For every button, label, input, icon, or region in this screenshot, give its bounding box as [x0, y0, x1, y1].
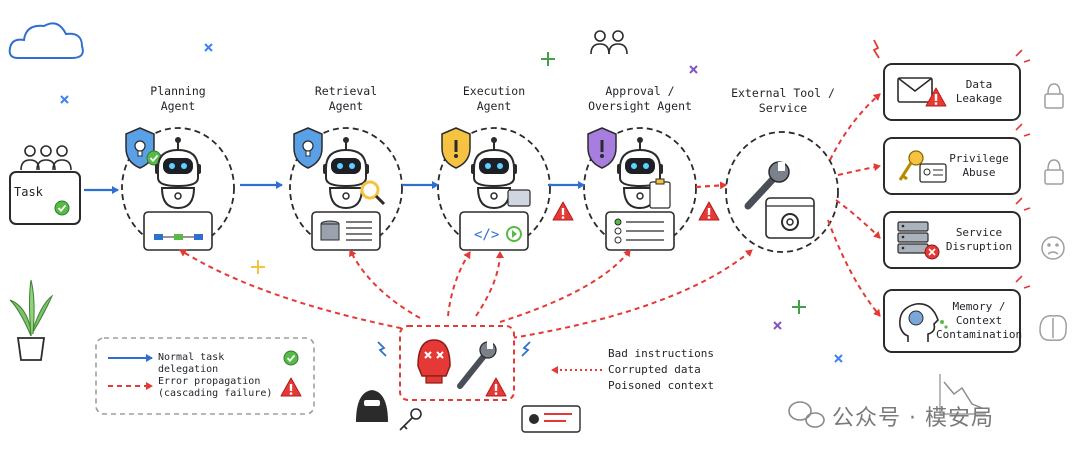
- task-label: Task: [14, 185, 43, 199]
- lightning-icon: [872, 39, 880, 59]
- key-icon: [898, 150, 947, 183]
- agent-panel-icon: [605, 211, 675, 251]
- robot-icon: [322, 136, 370, 209]
- alert-spark-icon: [1015, 49, 1031, 63]
- outcome-service-disruption: [883, 211, 1021, 269]
- shield-icon: [587, 127, 617, 169]
- alert-spark-icon: [1015, 275, 1031, 289]
- key-icon: [399, 408, 422, 431]
- wechat-logo-icon: [788, 401, 825, 428]
- agent-node-retrieval: [289, 127, 403, 251]
- agent-panel-icon: [311, 211, 381, 251]
- agent-label-planning: Planning Agent: [150, 84, 206, 113]
- skull-icon: [417, 339, 451, 384]
- external-tool-node: [725, 131, 839, 253]
- wrench-icon: [744, 161, 790, 210]
- sad-face-icon: [1041, 236, 1065, 260]
- envelope-icon: [897, 77, 947, 107]
- source-item: Corrupted data: [608, 363, 701, 376]
- external-tool-label: External Tool / Service: [731, 86, 835, 115]
- sparkle-icon: [60, 43, 843, 363]
- check-icon: [54, 200, 70, 216]
- server-icon: [897, 221, 940, 260]
- laptop-icon: [507, 189, 531, 207]
- lightning-icon: [377, 341, 531, 357]
- magnifier-icon: [360, 180, 386, 206]
- svg-text:</>: </>: [474, 227, 499, 243]
- shield-icon: [441, 127, 471, 169]
- outcome-memory-contamination: [883, 289, 1021, 353]
- normal-flow-arrows: [84, 181, 585, 194]
- agent-label-execution: Execution Agent: [462, 84, 526, 113]
- legend-error-label: Error propagation (cascading failure): [158, 376, 273, 399]
- brain-icon: [1039, 315, 1067, 342]
- poisoned-data-card-icon: [521, 405, 581, 433]
- users-icon: [20, 145, 72, 171]
- lock-icon: [1044, 83, 1064, 185]
- warning-icon: [698, 201, 720, 221]
- declining-graph-icon: [939, 374, 986, 415]
- outcome-privilege-abuse: [883, 137, 1021, 195]
- gear-window-icon: [765, 197, 815, 239]
- warning-icon: [552, 201, 574, 221]
- wrench-icon: [457, 341, 497, 389]
- agent-panel-icon: [143, 211, 213, 251]
- source-item: Poisoned context: [608, 379, 714, 392]
- agent-panel-icon: </>: [459, 211, 529, 251]
- shield-icon: [125, 127, 162, 169]
- agent-node-execution: </>: [437, 127, 551, 251]
- outcome-label-memory-contamination: Memory / Context Contamination: [936, 300, 1023, 341]
- alert-spark-icon: [1015, 123, 1031, 137]
- clipboard-icon: [649, 181, 671, 209]
- error-arrow-approval-to-tool: [695, 181, 727, 190]
- legend-normal-label: Normal task delegation: [158, 352, 225, 375]
- watermark: 公众号 · 模安局: [832, 406, 994, 431]
- plant-icon: [9, 279, 54, 361]
- outcome-label-service-disruption: Service Disruption: [945, 226, 1013, 253]
- outcome-data-leakage: [883, 63, 1021, 121]
- hacker-icon: [356, 390, 388, 422]
- source-item: Bad instructions: [608, 347, 714, 360]
- alert-spark-icon: [1015, 197, 1031, 211]
- outcome-label-privilege-abuse: Privilege Abuse: [949, 152, 1009, 179]
- people-icon: [590, 30, 628, 55]
- agent-node-planning: [121, 127, 235, 251]
- agent-node-approval: [583, 127, 697, 251]
- agent-label-approval: Approval / Oversight Agent: [588, 84, 692, 113]
- outcome-label-data-leakage: Data Leakage: [955, 78, 1003, 105]
- impact-arrows: [827, 93, 881, 317]
- shield-icon: [293, 127, 323, 169]
- brain-head-icon: [899, 303, 948, 342]
- error-propagation-arrows: [179, 249, 753, 339]
- robot-icon: [154, 136, 202, 209]
- cloud-icon: [8, 22, 84, 59]
- agent-label-retrieval: Retrieval Agent: [314, 84, 378, 113]
